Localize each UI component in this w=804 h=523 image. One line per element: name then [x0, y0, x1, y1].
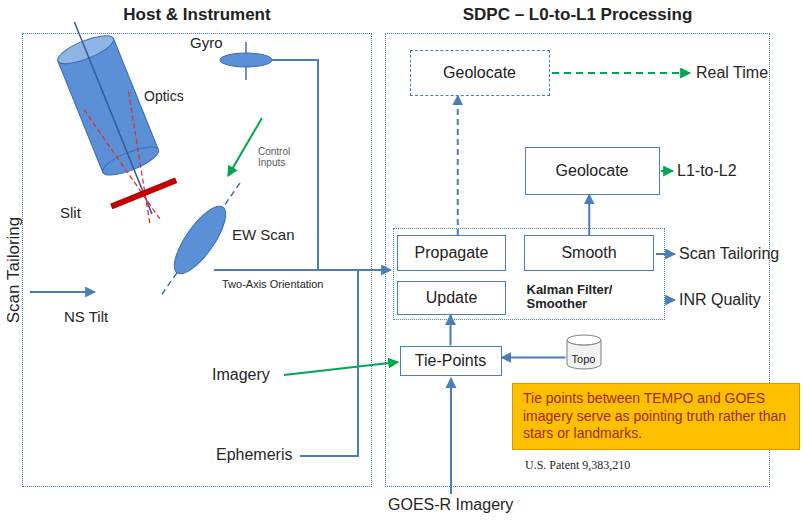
output-label: L1-to-L2	[677, 162, 737, 180]
quality-arrow	[666, 299, 675, 301]
box-label: Geolocate	[443, 64, 516, 82]
label-anchor: L1-to-L2	[677, 162, 737, 180]
note-box: Tie points between TEMPO and GOES imager…	[512, 383, 800, 450]
realtime-arrow	[552, 72, 690, 74]
flow-arrow	[457, 96, 459, 236]
optics-cylinder	[42, 9, 188, 236]
label-anchor: Slit	[60, 204, 81, 221]
scan-tailoring-arrow	[30, 291, 95, 293]
label-anchor: U.S. Patent 9,383,210	[525, 458, 630, 473]
part-label: NS Tilt	[64, 308, 108, 325]
label-anchor: Scan Tailoring	[679, 245, 779, 263]
label-anchor: Real Time	[696, 64, 768, 82]
panel: Host & Instrument	[22, 33, 372, 487]
label-anchor: EW Scan	[232, 226, 295, 243]
note-text: Tie points between TEMPO and GOES imager…	[523, 390, 789, 443]
imagery-arrow	[284, 362, 398, 375]
box-label: Tie-Points	[415, 352, 486, 370]
control-arrow	[228, 118, 262, 176]
process-box: Geolocate	[525, 147, 660, 195]
process-box: Propagate	[397, 235, 506, 271]
process-box: Update	[397, 281, 506, 315]
scan-mirror	[166, 199, 235, 281]
goes-arrow	[450, 378, 452, 494]
input-label: Ephemeris	[216, 446, 292, 464]
group-box: Kalman Filter/ Smoother Propagate SmoothUp…	[393, 228, 665, 320]
flow-arrow	[588, 195, 590, 236]
label-anchor: Optics	[144, 88, 184, 104]
signal-label: Two-Axis Orientation	[222, 278, 323, 290]
label-anchor: Ephemeris	[216, 446, 292, 464]
signal-label: Control Inputs	[258, 146, 304, 168]
box-label: Smooth	[561, 244, 616, 262]
input-label: GOES-R Imagery	[388, 496, 513, 514]
slit-bar	[111, 180, 176, 206]
part-label: Slit	[60, 204, 81, 221]
label-anchor: Scan Tailoring	[4, 217, 24, 323]
part-label: Gyro	[190, 34, 223, 51]
flow-arrow	[450, 315, 452, 346]
patent-note: U.S. Patent 9,383,210	[525, 458, 630, 473]
part-label: Optics	[144, 88, 184, 104]
process-box: Geolocate	[410, 50, 550, 96]
label-anchor: INR Quality	[679, 291, 761, 309]
orientation-arrow	[214, 269, 391, 271]
output-label: Real Time	[696, 64, 768, 82]
cylinder-top	[567, 335, 601, 345]
panel-heading: SDPC – L0-to-L1 Processing	[386, 5, 769, 25]
group-label: Kalman Filter/ Smoother	[527, 283, 657, 313]
label-anchor: GOES-R Imagery	[388, 496, 513, 514]
database-cylinder: Topo	[566, 334, 602, 370]
box-label: Propagate	[415, 244, 489, 262]
flow-arrow	[502, 357, 566, 359]
input-label: Imagery	[212, 366, 270, 384]
box-label: Update	[426, 289, 478, 307]
process-box: Tie-Points	[400, 346, 502, 376]
panel-heading: Host & Instrument	[23, 5, 371, 25]
output-label: Scan Tailoring	[679, 245, 779, 263]
ephemeris-line	[300, 270, 358, 456]
output-label: INR Quality	[679, 291, 761, 309]
gyro-symbol	[220, 53, 272, 67]
label-anchor: Control Inputs	[258, 146, 304, 168]
label-anchor: Imagery	[212, 366, 270, 384]
process-box: Smooth	[524, 235, 654, 271]
tailoring-out-arrow	[656, 253, 675, 255]
label-anchor: Two-Axis Orientation	[222, 278, 323, 290]
l1l2-arrow	[661, 170, 673, 172]
cylinder-label: Topo	[572, 353, 596, 365]
box-label: Geolocate	[556, 162, 629, 180]
label-anchor: NS Tilt	[64, 308, 108, 325]
label-anchor: Gyro	[190, 34, 223, 51]
input-label: Scan Tailoring	[4, 217, 24, 323]
part-label: EW Scan	[232, 226, 295, 243]
